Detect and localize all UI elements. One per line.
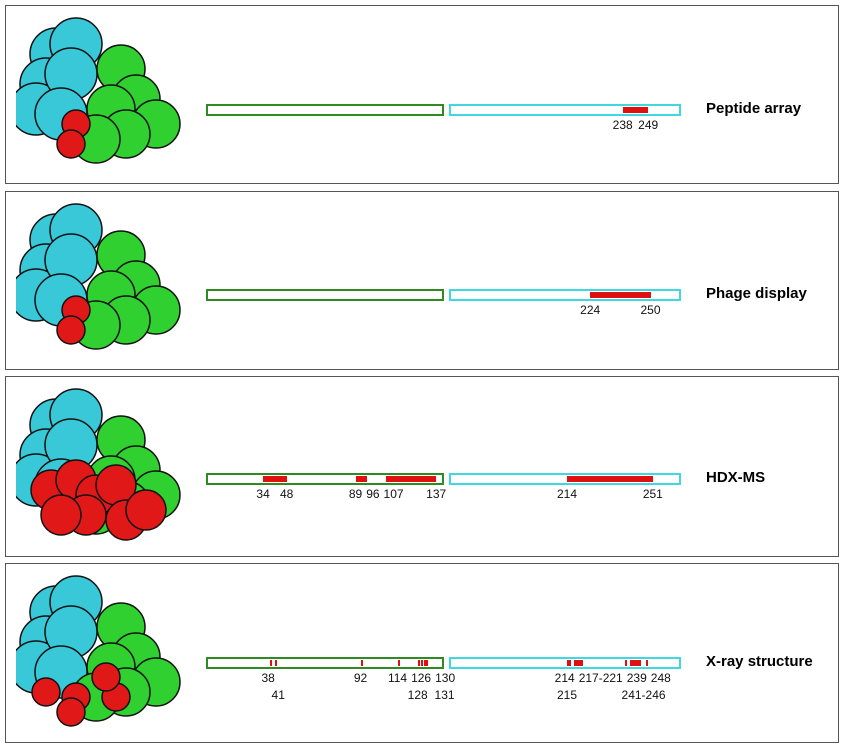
method-title: Phage display xyxy=(706,285,807,302)
residue-label: 241-246 xyxy=(621,688,666,702)
panel-peptide-array: 238 249 Peptide array xyxy=(5,5,839,184)
epitope-segment xyxy=(397,660,400,666)
residue-label: 41 xyxy=(271,688,285,702)
residue-label: 214 xyxy=(556,487,578,501)
residue-label: 224 xyxy=(580,303,601,317)
domain-2-bar xyxy=(449,473,681,485)
residue-label: 126 xyxy=(411,671,432,685)
residue-label: 214 xyxy=(554,671,575,685)
epitope-segment xyxy=(263,476,287,482)
epitope-segment xyxy=(573,660,584,666)
domain-1-bar xyxy=(206,289,444,301)
epitope-segment xyxy=(629,660,642,666)
residue-label: 38 xyxy=(261,671,275,685)
residue-label: 92 xyxy=(353,671,368,685)
epitope-segment xyxy=(385,476,437,482)
method-title: X-ray structure xyxy=(706,653,813,670)
epitope-segment xyxy=(645,660,648,666)
epitope-segment xyxy=(569,660,572,666)
domain-2-bar xyxy=(449,104,681,116)
protein-surface-image xyxy=(9,572,186,737)
residue-label: 131 xyxy=(434,688,455,702)
protein-surface-image xyxy=(9,14,186,179)
residue-label: 239 xyxy=(626,671,647,685)
residue-label: 107 xyxy=(383,487,404,501)
residue-label: 251 xyxy=(642,487,663,501)
residue-label: 114 xyxy=(387,671,408,685)
protein-surface-image xyxy=(9,385,186,550)
domain-1-bar xyxy=(206,657,444,669)
domain-2-bar xyxy=(449,289,681,301)
residue-label: 130 xyxy=(435,671,456,685)
residue-label: 248 xyxy=(650,671,671,685)
residue-label: 96 xyxy=(366,487,380,501)
residue-label: 238 xyxy=(612,118,633,132)
residue-label: 249 xyxy=(638,118,659,132)
epitope-segment xyxy=(625,660,627,666)
epitope-segment xyxy=(567,476,653,482)
epitope-segment xyxy=(274,660,277,666)
residue-label: 215 xyxy=(556,688,578,702)
domain-2-bar xyxy=(449,657,681,669)
epitope-segment xyxy=(269,660,272,666)
domain-1-bar xyxy=(206,473,444,485)
panel-phage-display: 224 250 Phage display xyxy=(5,191,839,370)
epitope-segment xyxy=(622,107,649,113)
epitope-segment xyxy=(417,660,420,666)
epitope-segment xyxy=(355,476,368,482)
residue-label: 89 xyxy=(348,487,363,501)
epitope-segment xyxy=(567,660,569,666)
residue-label: 250 xyxy=(640,303,661,317)
epitope-segment xyxy=(590,292,651,298)
residue-label: 137 xyxy=(426,487,447,501)
epitope-segment xyxy=(421,660,424,666)
residue-label: 217-221 xyxy=(578,671,623,685)
method-title: HDX-MS xyxy=(706,469,766,486)
residue-label: 34 xyxy=(256,487,270,501)
residue-label: 128 xyxy=(407,688,428,702)
epitope-segment xyxy=(424,660,427,666)
epitope-segment xyxy=(426,660,429,666)
method-title: Peptide array xyxy=(706,100,802,117)
domain-1-bar xyxy=(206,104,444,116)
protein-surface-image xyxy=(9,200,186,365)
epitope-segment xyxy=(360,660,363,666)
residue-label: 48 xyxy=(279,487,294,501)
